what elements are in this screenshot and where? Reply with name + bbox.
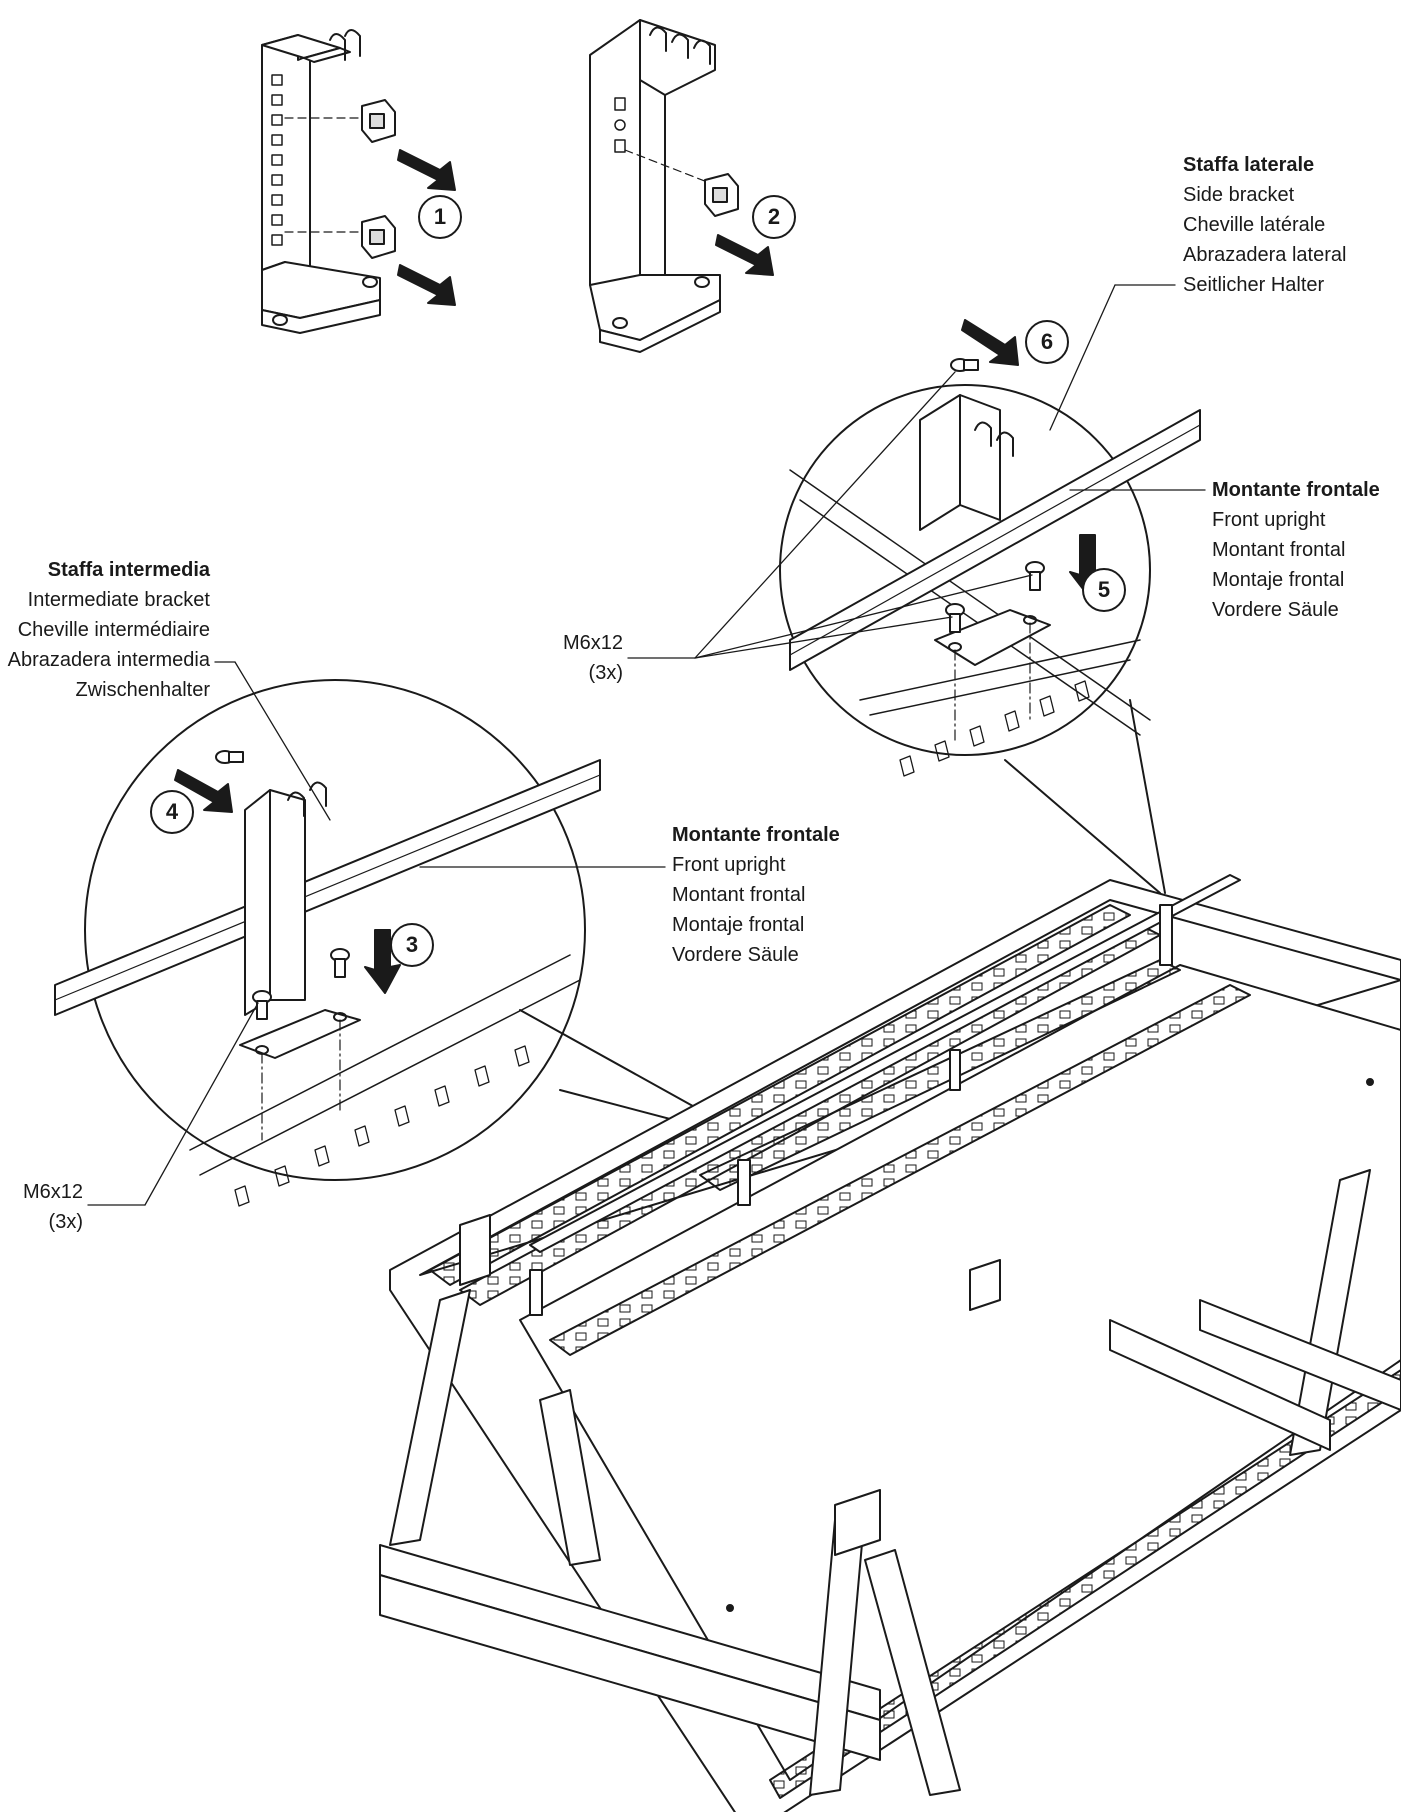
front-upright-top-es: Montaje frontal (1212, 569, 1345, 591)
side-bracket-title: Staffa laterale (1183, 154, 1315, 176)
side-bracket-detail (589, 19, 774, 353)
side-bracket-es: Abrazadera lateral (1183, 244, 1347, 266)
side-bracket-fr: Cheville latérale (1183, 214, 1326, 236)
intermediate-bracket-en: Intermediate bracket (27, 589, 210, 611)
intermediate-bracket-magnified-view (54, 679, 751, 1207)
screw-bottom-label: M6x12 (3x) (5, 1177, 83, 1237)
screw-top-qty: (3x) (588, 662, 623, 684)
front-upright-top-fr: Montant frontal (1212, 539, 1346, 561)
side-bracket-magnified-view (779, 319, 1201, 894)
step-6-badge: 6 (1025, 320, 1069, 364)
front-upright-top-label: Montante frontale Front upright Montant … (1212, 475, 1380, 625)
front-upright-top-title: Montante frontale (1212, 479, 1380, 501)
screw-bottom-qty: (3x) (48, 1211, 83, 1233)
side-bracket-label: Staffa laterale Side bracket Cheville la… (1183, 150, 1346, 300)
intermediate-bracket-detail (261, 29, 456, 334)
step-1-badge: 1 (418, 195, 462, 239)
step-5-badge: 5 (1082, 568, 1126, 612)
front-upright-mid-es: Montaje frontal (672, 914, 805, 936)
intermediate-bracket-label: Staffa intermedia Intermediate bracket C… (0, 555, 210, 705)
intermediate-bracket-es: Abrazadera intermedia (7, 649, 210, 671)
front-upright-mid-fr: Montant frontal (672, 884, 806, 906)
step-2-badge: 2 (752, 195, 796, 239)
step-3-badge: 3 (390, 923, 434, 967)
side-bracket-de: Seitlicher Halter (1183, 274, 1325, 296)
front-upright-mid-en: Front upright (672, 854, 786, 876)
front-upright-top-de: Vordere Säule (1212, 599, 1339, 621)
front-upright-top-en: Front upright (1212, 509, 1326, 531)
front-upright-mid-label: Montante frontale Front upright Montant … (672, 820, 840, 970)
screw-top-label: M6x12 (3x) (548, 628, 623, 688)
intermediate-bracket-title: Staffa intermedia (47, 559, 210, 581)
screw-bottom-size: M6x12 (22, 1181, 83, 1203)
side-bracket-en: Side bracket (1183, 184, 1295, 206)
step-4-badge: 4 (150, 790, 194, 834)
intermediate-bracket-de: Zwischenhalter (75, 679, 210, 701)
front-upright-mid-de: Vordere Säule (672, 944, 799, 966)
screw-top-size: M6x12 (562, 632, 623, 654)
intermediate-bracket-fr: Cheville intermédiaire (17, 619, 210, 641)
front-upright-mid-title: Montante frontale (672, 824, 840, 846)
frame-on-trestles (379, 874, 1401, 1812)
